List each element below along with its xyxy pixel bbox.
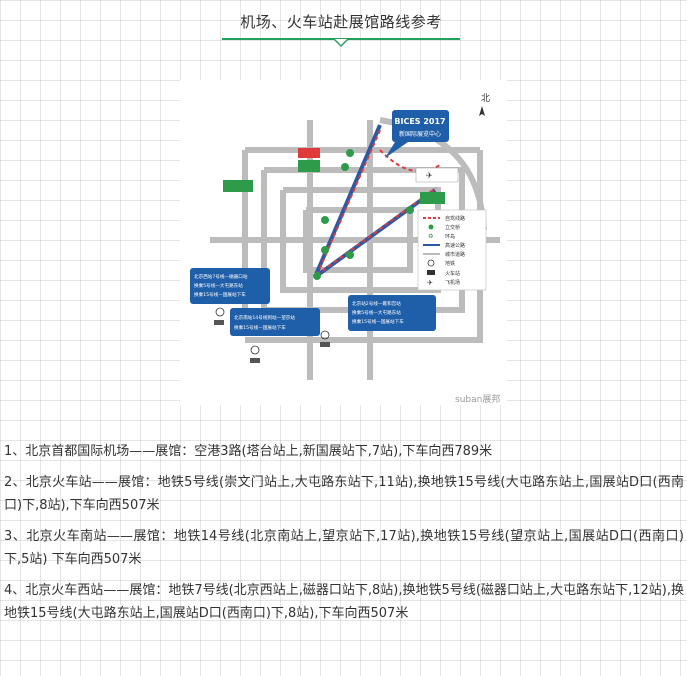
green-dot-icon xyxy=(428,224,434,230)
driving-route xyxy=(316,127,441,276)
callout-main-station: 北京站2号线—雍和宫站 换乘5号线—大屯路东站 换乘15号线—国展站下车 xyxy=(348,295,436,331)
section-title: 机场、火车站赴展馆路线参考 xyxy=(240,13,442,31)
route-map-svg: 北 xyxy=(190,93,500,380)
airport-box xyxy=(415,167,459,183)
event-callout-pointer xyxy=(385,142,408,158)
train-icon xyxy=(427,270,435,275)
north-label: 北 xyxy=(481,93,490,104)
interchanges xyxy=(313,149,414,280)
interchange-dot xyxy=(321,246,329,254)
watermark: suban展邦 xyxy=(455,395,501,405)
svg-text:北京西站7号线—磁器口站: 北京西站7号线—磁器口站 xyxy=(194,273,248,280)
title-pointer-inner xyxy=(335,39,347,45)
svg-text:自驾线路: 自驾线路 xyxy=(445,215,465,222)
train-icon xyxy=(214,320,224,325)
section-header: 机场、火车站赴展馆路线参考 xyxy=(222,10,460,48)
toll-badge xyxy=(298,148,320,158)
svg-text:换乘5号线—大屯路东站: 换乘5号线—大屯路东站 xyxy=(194,282,243,289)
expressway-badge xyxy=(223,180,253,192)
route-beijing-station: 2、北京火车站——展馆：地铁5号线(崇文门站上,大屯路东站下,11站),换地铁1… xyxy=(4,475,684,513)
expressway-badge xyxy=(420,192,445,204)
ring-road-fourth xyxy=(261,167,465,313)
route-beijing-south: 3、北京火车南站——展馆：地铁14号线(北京南站上,望京站下,17站),换地铁1… xyxy=(4,529,684,567)
svg-text:北京南站14号线到站—望京站: 北京南站14号线到站—望京站 xyxy=(234,314,295,321)
route-beijing-west: 4、北京火车西站——展馆：地铁7号线(北京西站上,磁器口站下,8站),换地铁5号… xyxy=(4,583,684,621)
expressway-badge xyxy=(298,160,320,172)
svg-text:城市道路: 城市道路 xyxy=(445,251,465,258)
svg-text:环岛: 环岛 xyxy=(445,233,455,240)
metro-icon xyxy=(215,307,225,317)
svg-text:立交桥: 立交桥 xyxy=(445,224,460,231)
callout-west-station: 北京西站7号线—磁器口站 换乘5号线—大屯路东站 换乘15号线—国展站下车 xyxy=(190,268,270,304)
svg-text:高速公路: 高速公路 xyxy=(445,242,465,249)
route-airport: 1、北京首都国际机场——展馆：空港3路(塔台站上,新国展站下,7站),下车向西7… xyxy=(4,444,493,459)
interchange-dot xyxy=(406,206,414,214)
airplane-icon: ✈ xyxy=(426,171,433,180)
recycle-icon: ♻ xyxy=(428,233,433,240)
ring-road-second xyxy=(303,207,413,273)
metro-icon xyxy=(427,259,435,267)
event-subtitle: 新国际展览中心 xyxy=(399,130,441,138)
event-title: BICES 2017 xyxy=(394,117,445,126)
svg-text:换乘15号线—国展站下车: 换乘15号线—国展站下车 xyxy=(234,324,286,331)
train-icon xyxy=(250,358,260,363)
svg-text:换乘15号线—国展站下车: 换乘15号线—国展站下车 xyxy=(352,318,404,325)
svg-text:换乘15号线—国展站下车: 换乘15号线—国展站下车 xyxy=(194,291,246,298)
train-icon xyxy=(320,342,330,347)
interchange-dot xyxy=(313,272,321,280)
metro-icon xyxy=(250,345,260,355)
interchange-dot xyxy=(341,163,349,171)
svg-text:飞机场: 飞机场 xyxy=(445,279,460,286)
svg-text:火车站: 火车站 xyxy=(445,270,460,277)
event-callout xyxy=(392,110,449,142)
map-legend: 自驾线路 立交桥 ♻ 环岛 高速公路 城市道路 地铁 火车站 ✈ 飞机场 xyxy=(417,209,487,291)
route-list: 1、北京首都国际机场——展馆：空港3路(塔台站上,新国展站下,7站),下车向西7… xyxy=(4,440,684,633)
route-map-image[interactable]: 北 xyxy=(180,80,507,405)
svg-text:北京站2号线—雍和宫站: 北京站2号线—雍和宫站 xyxy=(352,300,401,307)
interchange-dot xyxy=(321,216,329,224)
callout-south-station: 北京南站14号线到站—望京站 换乘15号线—国展站下车 xyxy=(230,308,320,336)
interchange-dot xyxy=(346,149,354,157)
metro-icon xyxy=(320,330,330,340)
airplane-icon: ✈ xyxy=(427,279,433,287)
interchange-dot xyxy=(346,251,354,259)
svg-text:换乘5号线—大屯路东站: 换乘5号线—大屯路东站 xyxy=(352,309,401,316)
svg-text:地铁: 地铁 xyxy=(445,260,455,267)
station-markers xyxy=(214,307,330,363)
north-arrow-icon xyxy=(479,106,485,116)
